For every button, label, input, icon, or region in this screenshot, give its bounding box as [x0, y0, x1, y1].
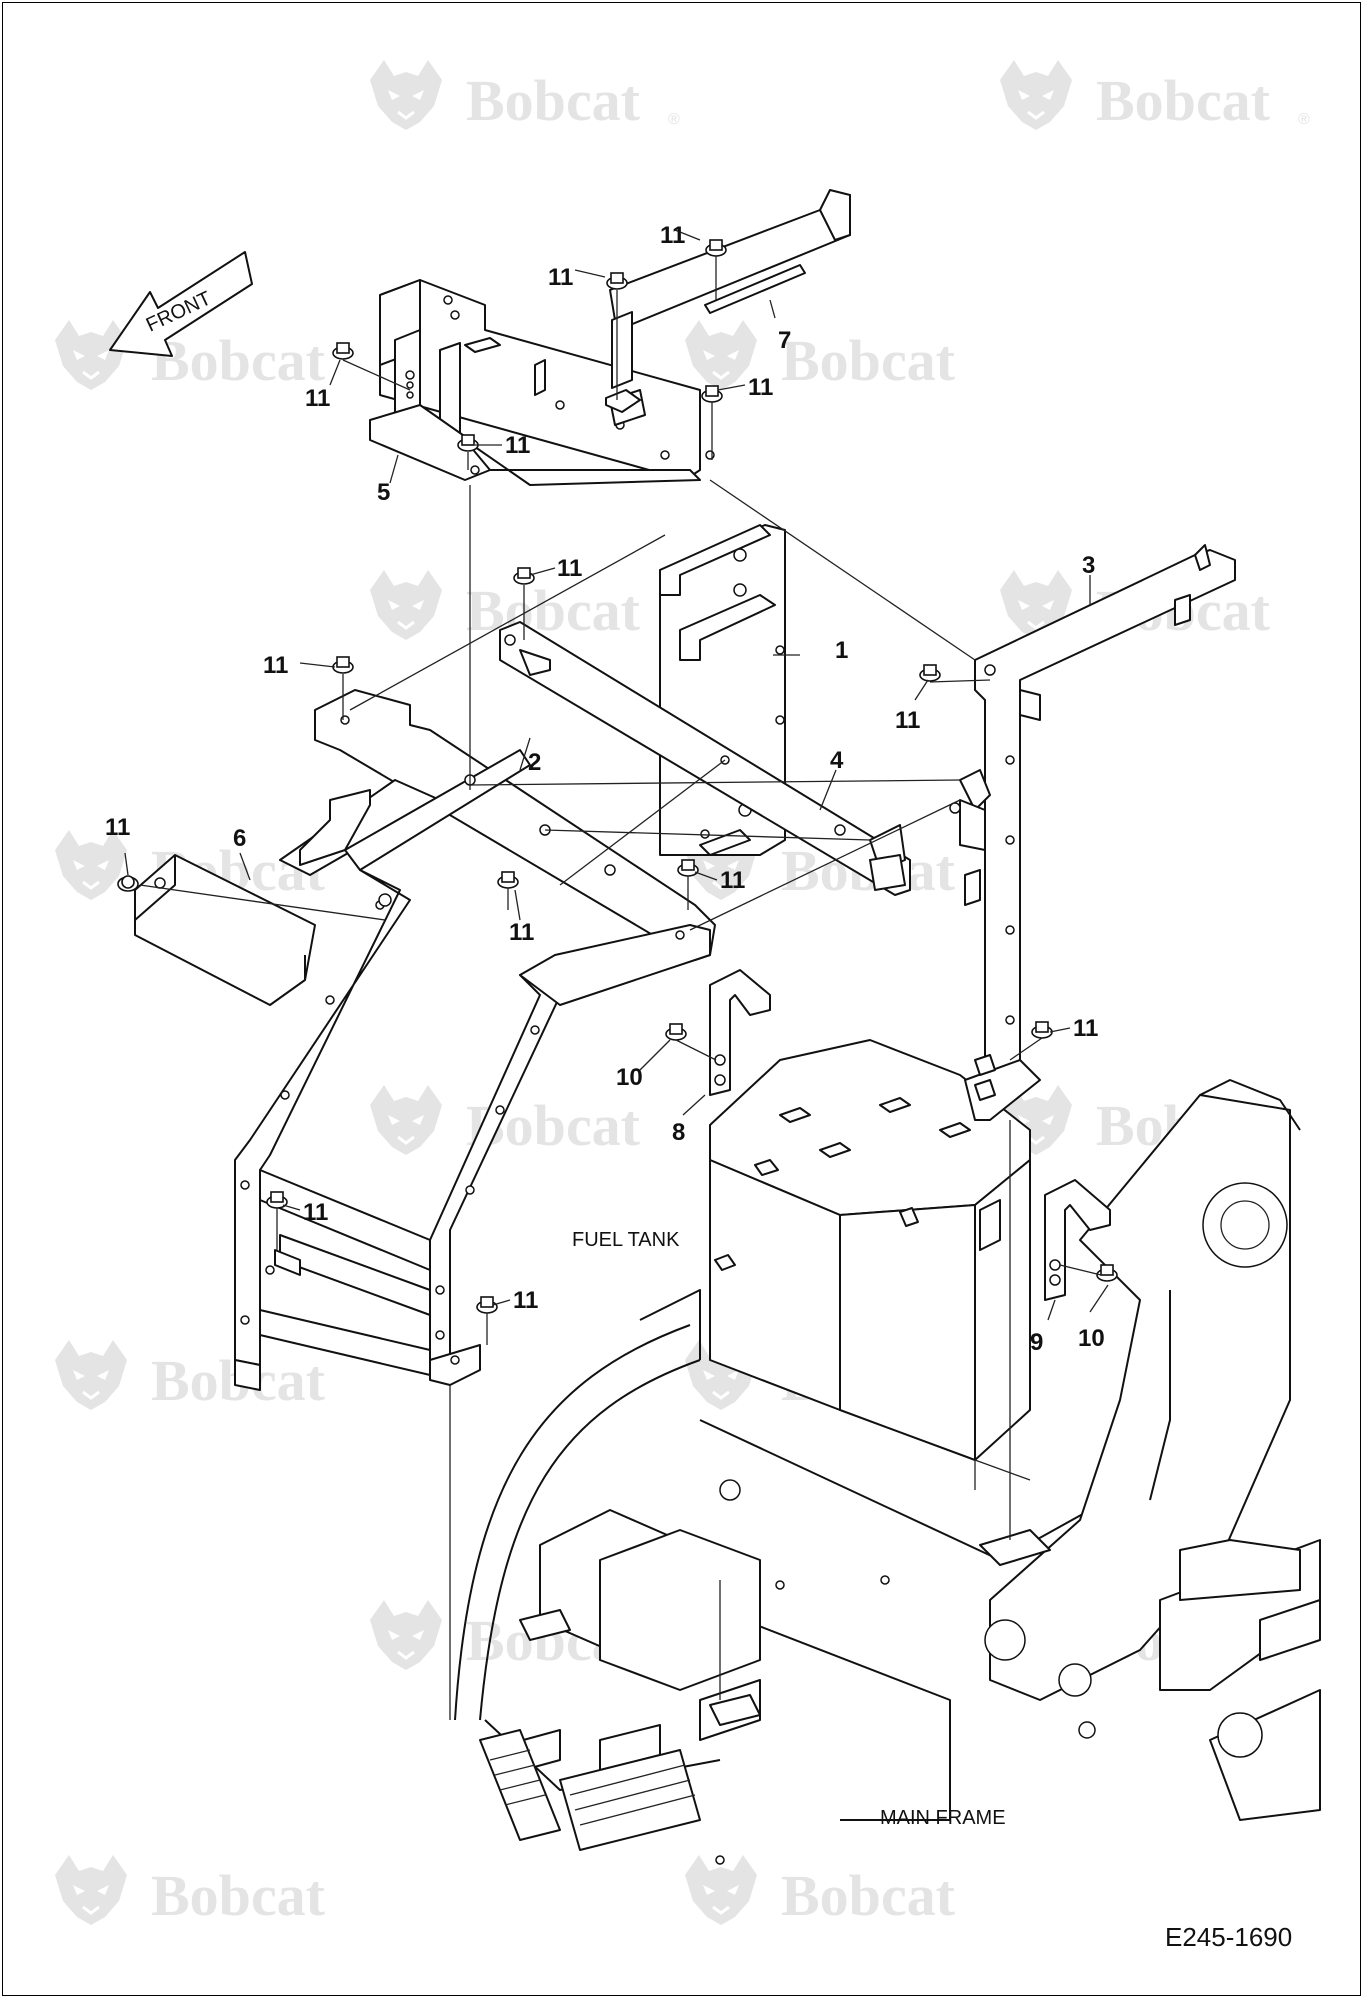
callout-10b: 10: [1078, 1325, 1105, 1352]
watermark: Bobcat: [53, 1853, 326, 1928]
part-3-bracket: [949, 544, 1236, 1121]
bobcat-logo-icon: [368, 1083, 444, 1157]
callout-11d: 11: [305, 385, 330, 412]
callout-11e: 11: [505, 432, 530, 459]
part-5-frame: [369, 279, 715, 486]
part-9-bracket: [1044, 1179, 1111, 1301]
bolt: [497, 871, 519, 889]
callout-11f: 11: [557, 555, 582, 582]
callout-2: 2: [528, 749, 541, 776]
callout-11l: 11: [1073, 1015, 1098, 1042]
part-3-body: [974, 549, 1236, 1101]
callout-11h: 11: [895, 707, 920, 734]
part-2-frame: [234, 689, 716, 1391]
callout-11g: 11: [263, 652, 288, 679]
watermark-text: Bobcat: [1096, 68, 1271, 133]
bobcat-logo-icon: [53, 1338, 129, 1412]
bolt: [332, 342, 354, 360]
boom-pivot-hole: [1202, 1182, 1288, 1268]
main-frame-label: MAIN FRAME: [880, 1807, 1006, 1829]
callout-11m: 11: [303, 1199, 328, 1226]
callout-9: 9: [1030, 1329, 1043, 1356]
watermark-text: Bobcat: [781, 328, 956, 393]
callout-leaders: [124, 229, 1109, 1321]
watermark: Bobcat: [368, 568, 641, 643]
part-8-body: [709, 969, 771, 1096]
callout-11k: 11: [105, 814, 130, 841]
bobcat-logo-icon: [998, 58, 1074, 132]
part-4-rail: [499, 621, 911, 896]
bolt: [701, 385, 723, 403]
bolt: [677, 859, 699, 877]
part-6-plate: [134, 854, 316, 1006]
bolt: [117, 875, 139, 892]
callout-11a: 11: [660, 222, 685, 249]
callouts: 1 2 3 4 5 6 7 8 9 10 10 11 11 11 11 11 1…: [105, 222, 1105, 1356]
main-frame: [454, 1079, 1321, 1865]
watermark-reg: ®: [668, 111, 680, 128]
watermark-text: Bobcat: [151, 328, 326, 393]
bobcat-logo-icon: [368, 1598, 444, 1672]
bolt: [513, 567, 535, 585]
callout-5: 5: [377, 479, 390, 506]
callout-11j: 11: [509, 919, 534, 946]
callout-1: 1: [835, 637, 848, 664]
part-9-body: [1044, 1179, 1111, 1301]
fuel-tank-label: FUEL TANK: [572, 1229, 680, 1251]
bolt: [705, 239, 727, 257]
callout-10a: 10: [616, 1064, 643, 1091]
watermark-reg: ®: [1298, 111, 1310, 128]
bobcat-logo-icon: [683, 1853, 759, 1927]
watermark: Bobcat ®: [368, 58, 680, 133]
callout-11n: 11: [513, 1287, 538, 1314]
bobcat-logo-icon: [368, 568, 444, 642]
part-7-slot: [704, 264, 806, 314]
bolt: [332, 656, 354, 674]
watermark: Bobcat: [683, 318, 956, 393]
fuel-tank: [709, 1039, 1031, 1490]
callout-11b: 11: [548, 264, 573, 291]
part-4-body: [499, 621, 911, 896]
watermark-text: Bobcat: [466, 578, 641, 643]
bobcat-logo-icon: [683, 318, 759, 392]
callout-4: 4: [830, 747, 844, 774]
bolt: [1031, 1021, 1053, 1039]
bobcat-logo-icon: [53, 318, 129, 392]
part-3-mount-tab: [959, 799, 986, 851]
front-arrow-icon: [109, 251, 253, 357]
callout-11i: 11: [720, 867, 745, 894]
callout-8: 8: [672, 1119, 685, 1146]
frame-pad: [979, 1529, 1051, 1566]
watermark: Bobcat: [683, 1853, 956, 1928]
bolt: [919, 664, 941, 682]
watermark: Bobcat: [53, 1338, 326, 1413]
bolt: [1096, 1264, 1118, 1282]
main-frame-outline: [454, 1324, 691, 1721]
drawing-code: E245-1690: [1165, 1922, 1292, 1952]
watermark-text: Bobcat: [466, 68, 641, 133]
bolt: [457, 434, 479, 452]
bolt: [606, 272, 628, 290]
bobcat-logo-icon: [368, 58, 444, 132]
callout-7: 7: [778, 327, 791, 354]
callout-6: 6: [233, 825, 246, 852]
watermark: Bobcat ®: [998, 58, 1310, 133]
watermark: Bobcat: [53, 318, 326, 393]
bobcat-logo-icon: [53, 1853, 129, 1927]
watermark-text: Bobcat: [151, 1863, 326, 1928]
assembly-lines: [139, 256, 1102, 1720]
watermark-text: Bobcat: [781, 1863, 956, 1928]
part-2-right-leg: [429, 974, 566, 1361]
bolt: [665, 1023, 687, 1041]
part-2-top-rail: [314, 689, 716, 961]
callout-3: 3: [1082, 552, 1095, 579]
callout-11c: 11: [748, 374, 773, 401]
part-8-bracket: [709, 969, 771, 1096]
